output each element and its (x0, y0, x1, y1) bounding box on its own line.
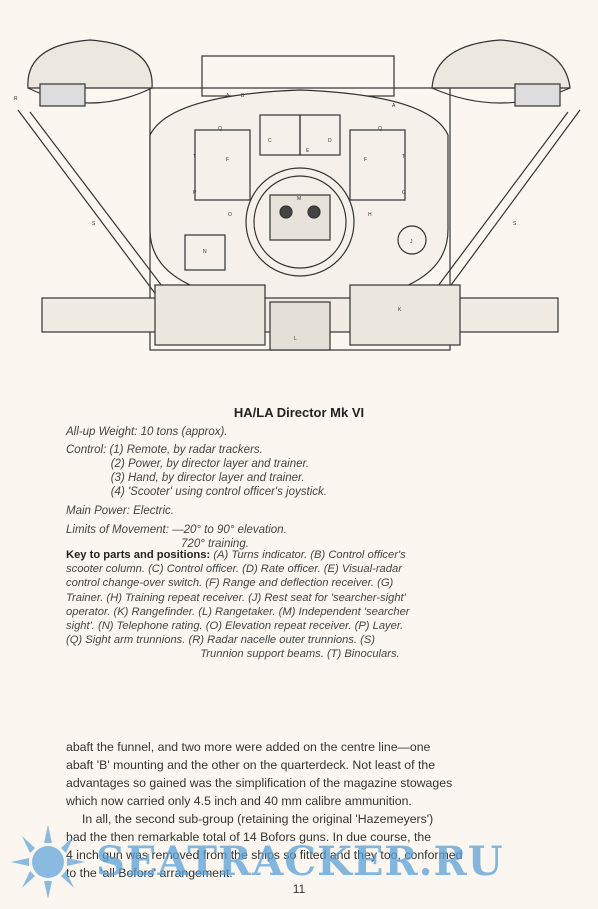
figure-title: HA/LA Director Mk VI (233, 405, 365, 420)
key-block: Key to parts and positions: (A) Turns in… (66, 548, 534, 662)
body-line: which now carried only 4.5 inch and 40 m… (66, 794, 412, 808)
label-Q-right: Q (378, 126, 382, 132)
left-nacelle (27, 39, 153, 89)
label-J: J (410, 239, 413, 245)
key-line: operator. (K) Rangefinder. (L) Rangetake… (66, 605, 410, 618)
body-line: advantages so gained was the simplificat… (66, 776, 453, 790)
key-line: control change-over switch. (F) Range an… (66, 577, 394, 590)
label-D: D (328, 138, 332, 144)
right-nacelle (431, 39, 571, 89)
label-A-right: A (392, 103, 396, 109)
key-line: sight'. (N) Telephone rating. (O) Elevat… (66, 620, 404, 633)
sight-ring (245, 167, 355, 277)
label-E: E (306, 148, 310, 154)
spec-line: Main Power: Electric. (66, 505, 175, 517)
searcher-sight (269, 194, 331, 241)
spec-line: Limits of Movement: —20° to 90° elevatio… (66, 524, 287, 536)
label-N: N (203, 249, 207, 255)
director-drawing: R S A A B C D E Q Q F F T T P G O H M N … (14, 39, 581, 351)
label-T-left: T (193, 154, 196, 160)
watermark-text: SEATRACKER.RU (96, 838, 504, 885)
key-line: (Q) Sight arm trunnions. (R) Radar nacel… (66, 634, 376, 647)
body-line: 4 inch gun was removed from the ships so… (66, 848, 463, 862)
page-number: 11 (292, 882, 306, 896)
label-R: R (14, 96, 18, 102)
key-heading: Key to parts and positions: (66, 549, 211, 561)
label-B: B (241, 93, 245, 99)
rangetaker-seat (269, 301, 331, 351)
key-line: Key to parts and positions: (A) Turns in… (66, 549, 406, 561)
body-line: to the 'all Bofors' arrangement. (66, 866, 233, 880)
label-S-right: S (513, 221, 517, 227)
spec-block: All-up Weight: 10 tons (approx). Control… (66, 425, 566, 551)
body-line: had the then remarkable total of 14 Bofo… (66, 830, 432, 844)
spec-line: (3) Hand, by director layer and trainer. (66, 472, 305, 484)
label-P: P (193, 190, 197, 196)
label-T-right: T (402, 154, 405, 160)
label-G: G (402, 190, 406, 196)
label-K: K (398, 307, 402, 313)
key-line: Trunnion support beams. (T) Binoculars. (200, 648, 400, 661)
spec-line: (4) 'Scooter' using control officer's jo… (66, 486, 327, 498)
label-F-right: F (364, 157, 367, 163)
label-M: M (297, 196, 301, 202)
body-line: abaft 'B' mounting and the other on the … (66, 758, 436, 772)
spec-line: (2) Power, by director layer and trainer… (66, 458, 310, 470)
spec-line: 720° training. (66, 538, 249, 550)
label-Q-left: Q (218, 126, 222, 132)
spec-line: Control: (1) Remote, by radar trackers. (66, 444, 263, 456)
label-A-left: A (226, 93, 230, 99)
label-C: C (268, 138, 272, 144)
body-paragraphs: abaft the funnel, and two more were adde… (66, 738, 526, 882)
label-F-left: F (226, 157, 229, 163)
spec-line: All-up Weight: 10 tons (approx). (66, 426, 228, 438)
label-O: O (228, 212, 232, 218)
key-line: scooter column. (C) Control officer. (D)… (66, 563, 402, 576)
key-line: Trainer. (H) Training repeat receiver. (… (66, 591, 406, 604)
body-line: In all, the second sub-group (retaining … (82, 812, 434, 826)
body-line: abaft the funnel, and two more were adde… (66, 740, 431, 754)
label-H: H (368, 212, 372, 218)
label-S-left: S (92, 221, 96, 227)
label-L: L (294, 336, 297, 342)
